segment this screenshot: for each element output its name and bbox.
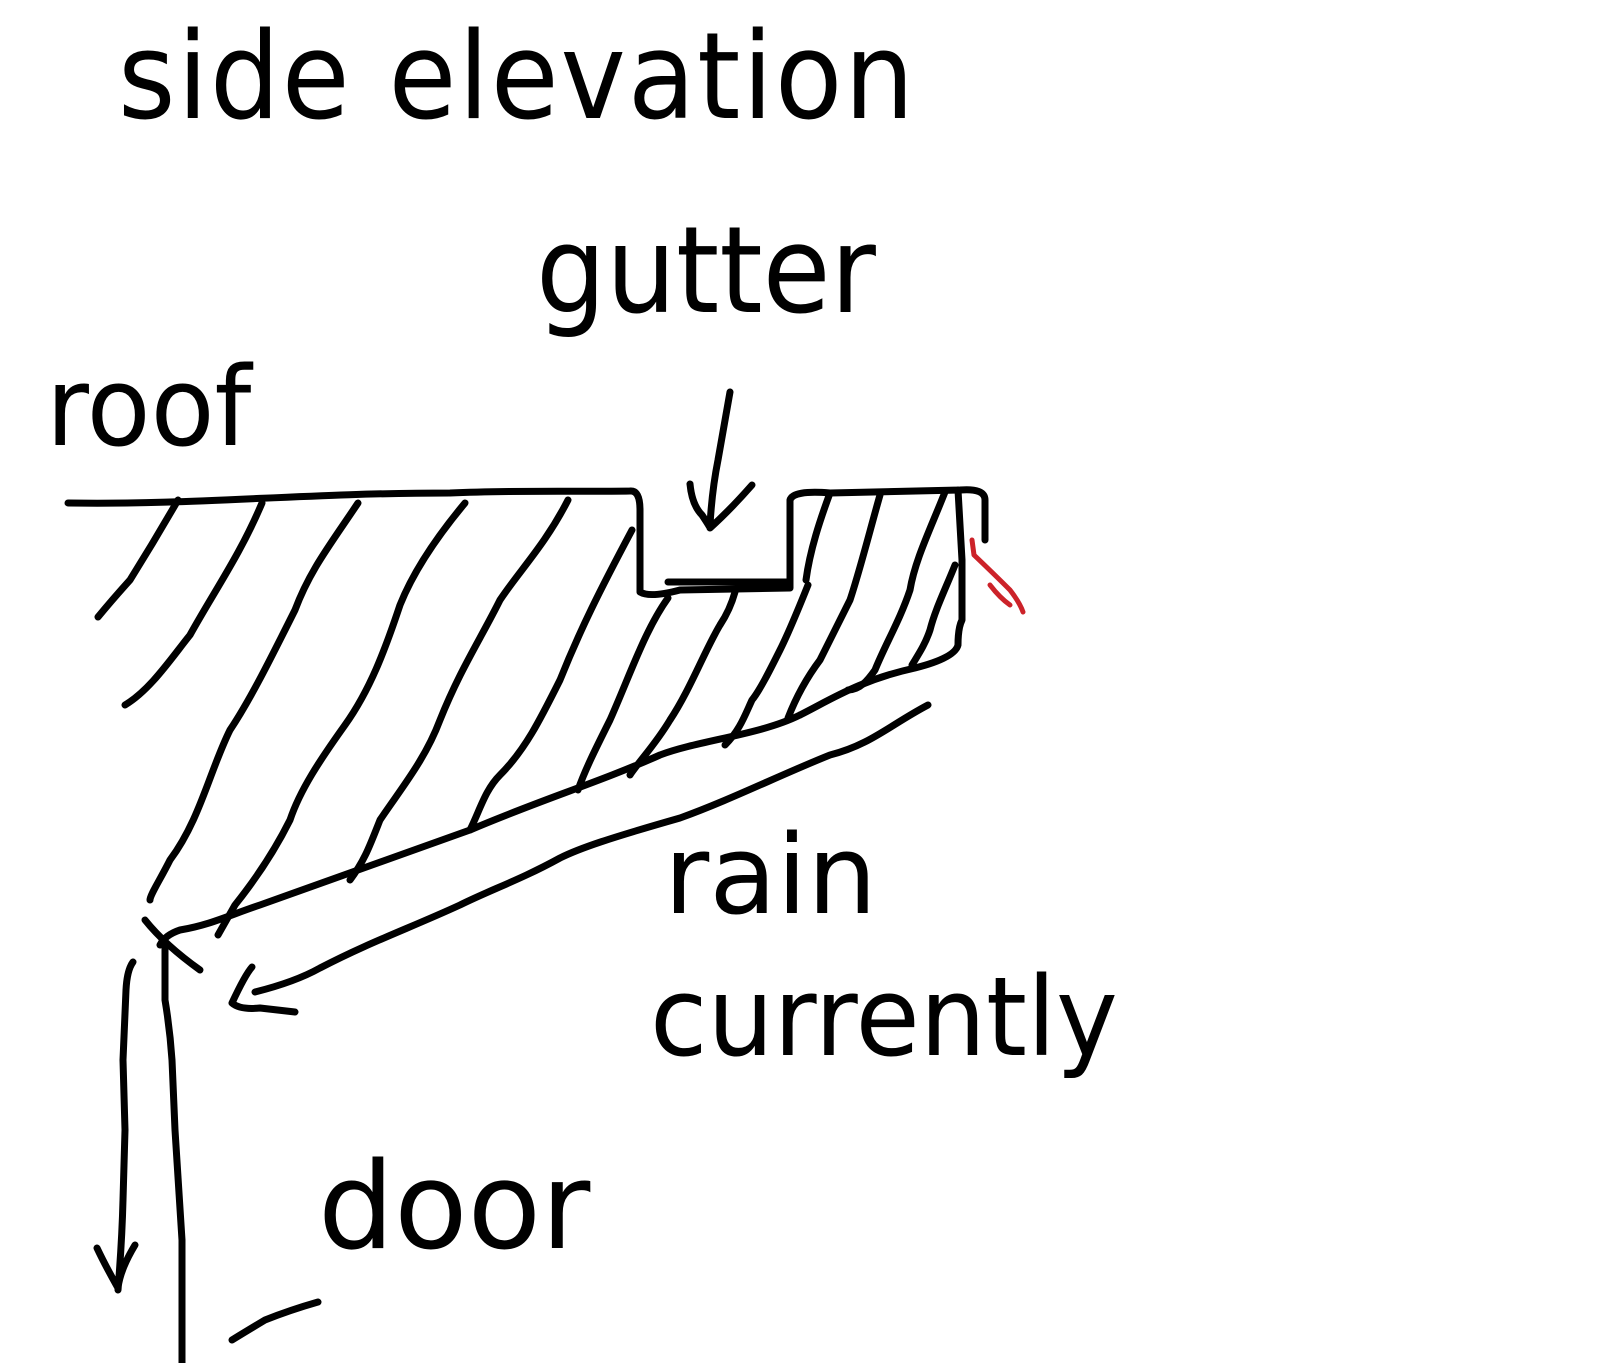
- downpipe-arrow: [93, 958, 139, 1294]
- roof-fascia: [796, 486, 966, 719]
- roof-label: roof: [46, 343, 252, 471]
- currently-label: currently: [650, 953, 1118, 1081]
- wall-line: [161, 941, 186, 1363]
- door-pointer-line: [228, 1298, 322, 1344]
- rain-flow-line: [251, 701, 932, 996]
- roof-top-edge: [64, 486, 989, 599]
- door-label: door: [318, 1138, 591, 1277]
- eave-corner-cross: [141, 916, 204, 974]
- rain-label: rain: [664, 811, 877, 939]
- diagram-title: side elevation: [118, 8, 917, 147]
- gutter-label: gutter: [536, 202, 876, 341]
- rain-arrow-head: [228, 963, 299, 1016]
- roof-underside: [156, 711, 804, 949]
- gutter-arrow: [686, 388, 756, 532]
- red-correction-mark: [969, 537, 1026, 615]
- roof-hatching: [94, 488, 959, 939]
